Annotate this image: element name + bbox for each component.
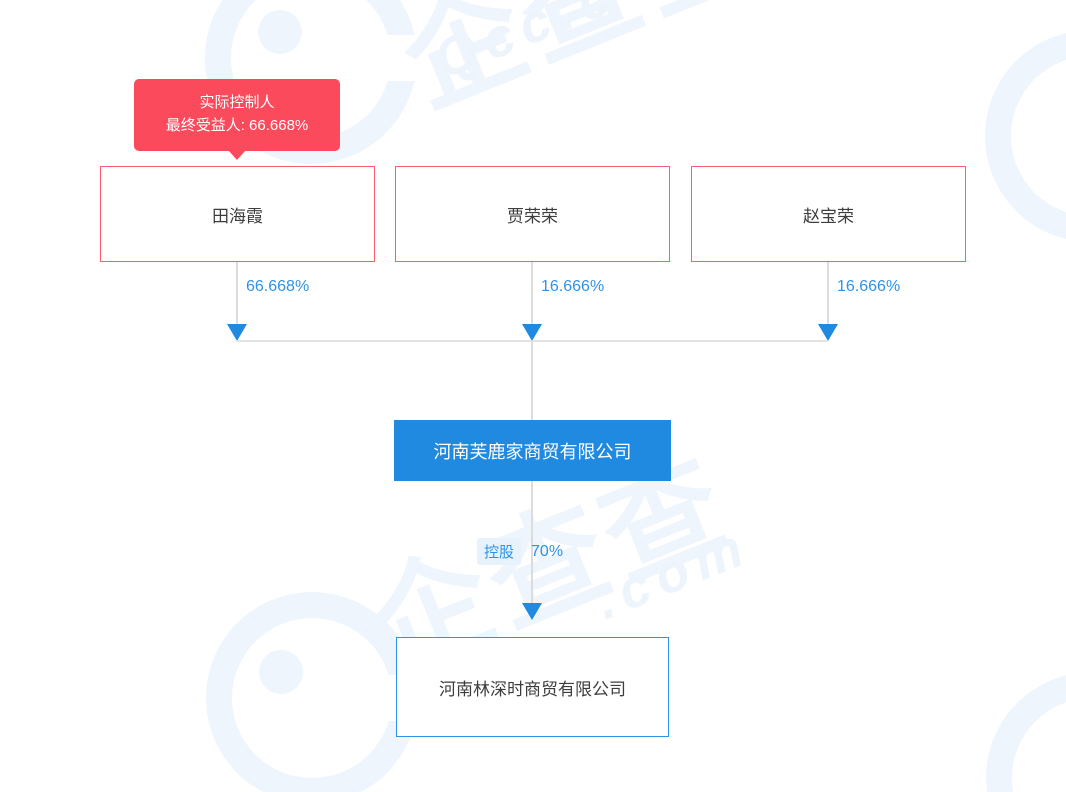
shareholder-node-2[interactable]: 贾荣荣 xyxy=(395,166,670,262)
shareholder-name-3: 赵宝荣 xyxy=(803,206,854,226)
primary-company-name: 河南芙鹿家商贸有限公司 xyxy=(433,441,632,462)
shareholder-name-1: 田海霞 xyxy=(212,206,263,226)
watermark-dot-top xyxy=(258,10,302,54)
connector-line-shareholder-3 xyxy=(827,262,829,324)
actual-controller-tooltip: 实际控制人 最终受益人: 66.668% xyxy=(134,79,340,160)
connector-line-shareholder-1 xyxy=(236,262,238,324)
control-percent-label: 70% xyxy=(531,542,564,560)
arrow-shareholder-1-icon xyxy=(227,324,247,341)
connector-line-to-primary-company xyxy=(531,340,533,421)
primary-company-node[interactable]: 河南芙鹿家商贸有限公司 xyxy=(394,420,671,481)
watermark-text-latin-mid: .com xyxy=(586,514,760,632)
tooltip-pointer-icon xyxy=(228,149,246,160)
sub-company-name: 河南林深时商贸有限公司 xyxy=(439,679,626,699)
watermark-text-cn-top: 企查查 xyxy=(385,0,780,132)
shareholder-node-1[interactable]: 田海霞 xyxy=(100,166,375,262)
edge-label-shareholder-3: 16.666% xyxy=(837,278,901,295)
control-edge-label: 控股 70% xyxy=(477,538,563,565)
connector-line-shareholder-2 xyxy=(531,262,533,324)
tooltip-beneficiary-label: 最终受益人: 66.668% xyxy=(165,117,309,135)
watermark-ring-bottom xyxy=(206,592,418,792)
watermark-text-latin-top: Qcc.c xyxy=(425,0,627,91)
shareholder-node-3[interactable]: 赵宝荣 xyxy=(691,166,966,262)
shareholder-name-2: 贾荣荣 xyxy=(507,206,558,226)
tooltip-role-label: 实际控制人 xyxy=(199,94,275,111)
watermark-ring-right xyxy=(986,672,1066,792)
control-relation-tag: 控股 xyxy=(477,538,522,565)
arrow-shareholder-3-icon xyxy=(818,324,838,341)
watermark-ring-mid xyxy=(985,30,1066,242)
watermark-dot-bottom xyxy=(259,650,303,694)
arrow-shareholder-2-icon xyxy=(522,324,542,341)
sub-company-node[interactable]: 河南林深时商贸有限公司 xyxy=(396,637,669,737)
edge-label-shareholder-1: 66.668% xyxy=(246,278,310,295)
connector-line-to-sub-company xyxy=(531,481,533,603)
edge-label-shareholder-2: 16.666% xyxy=(541,278,605,295)
arrow-sub-company-icon xyxy=(522,603,542,620)
